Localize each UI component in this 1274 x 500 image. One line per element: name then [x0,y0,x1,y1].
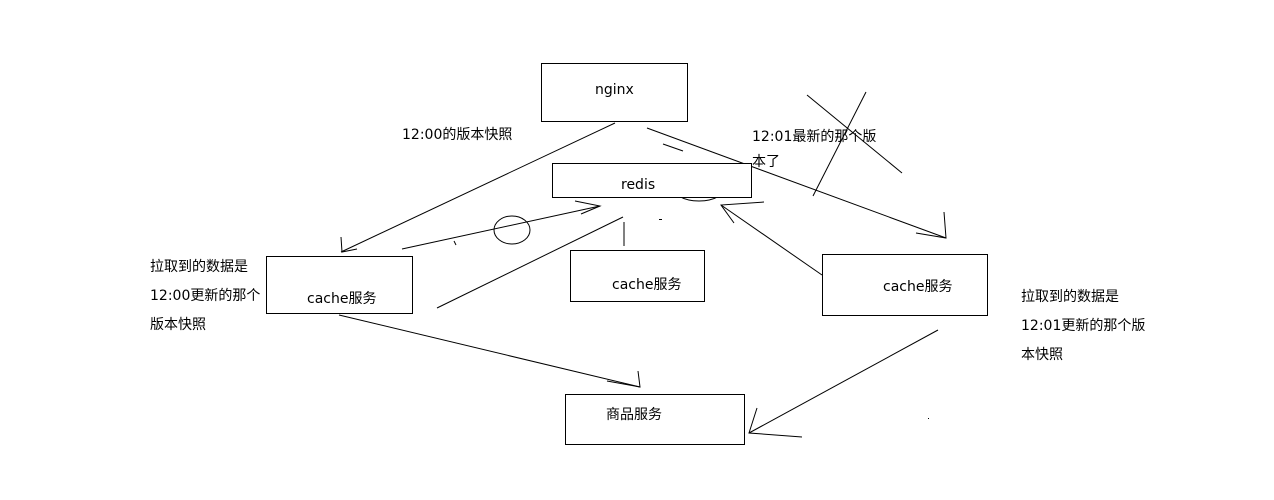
cache-right-label: cache服务 [883,279,953,295]
note-right-pull: 拉取到的数据是 12:01更新的那个版 本快照 [1021,283,1145,370]
arrowhead-cache-left-top [340,236,358,253]
product-service-node [565,394,745,445]
arrowhead-product-right [748,407,803,438]
arrowhead-redis-left-1 [574,200,602,215]
redis-tick-2 [453,240,457,246]
note-latest-1201-line-2: 本了 [752,154,780,170]
redis-label: redis [621,177,656,193]
nginx-node [541,63,688,122]
strike-line-2 [812,91,867,197]
arrow-nginx-to-cache-left [340,122,616,253]
note-latest-1201-line-1: 12:01最新的那个版 [752,129,877,145]
ellipse-left-mid [493,215,531,245]
note-left-pull-line-1: 拉取到的数据是 [150,259,248,275]
arrowhead-redis-right [720,201,765,224]
strike-line-1 [806,94,903,174]
arrow-cache-left-to-product [338,314,641,388]
cache-node-middle [570,250,705,302]
cache-node-right [822,254,988,316]
note-left-pull-line-2: 12:00更新的那个 [150,288,261,304]
cache-middle-label: cache服务 [612,277,682,293]
redis-node [552,163,752,198]
arrow-cache-left-to-redis-2 [436,216,624,309]
note-snapshot-1200: 12:00的版本快照 [402,127,513,143]
arrow-cache-right-to-product [748,329,939,434]
arrow-nginx-to-cache-right [646,127,947,239]
cache-left-label: cache服务 [307,291,377,307]
note-latest-1201: 12:01最新的那个版 本了 [752,123,876,177]
dot-mark-2 [928,418,929,419]
note-left-pull-line-3: 版本快照 [150,317,206,333]
nginx-label: nginx [595,82,634,98]
note-right-pull-line-2: 12:01更新的那个版 [1021,318,1146,334]
note-right-pull-line-3: 本快照 [1021,347,1063,363]
dot-mark-1 [659,219,662,220]
arrowhead-cache-right-top [915,211,947,239]
arrow-cache-right-to-redis [720,204,823,276]
arrowhead-nginx-right-tick [662,143,684,152]
cache-node-left [266,256,413,314]
product-service-label: 商品服务 [606,407,662,423]
note-left-pull: 拉取到的数据是 12:00更新的那个 版本快照 [150,253,260,340]
arrowhead-product-left [606,370,641,388]
note-right-pull-line-1: 拉取到的数据是 [1021,289,1119,305]
arrow-cache-left-to-redis-1 [401,205,601,250]
